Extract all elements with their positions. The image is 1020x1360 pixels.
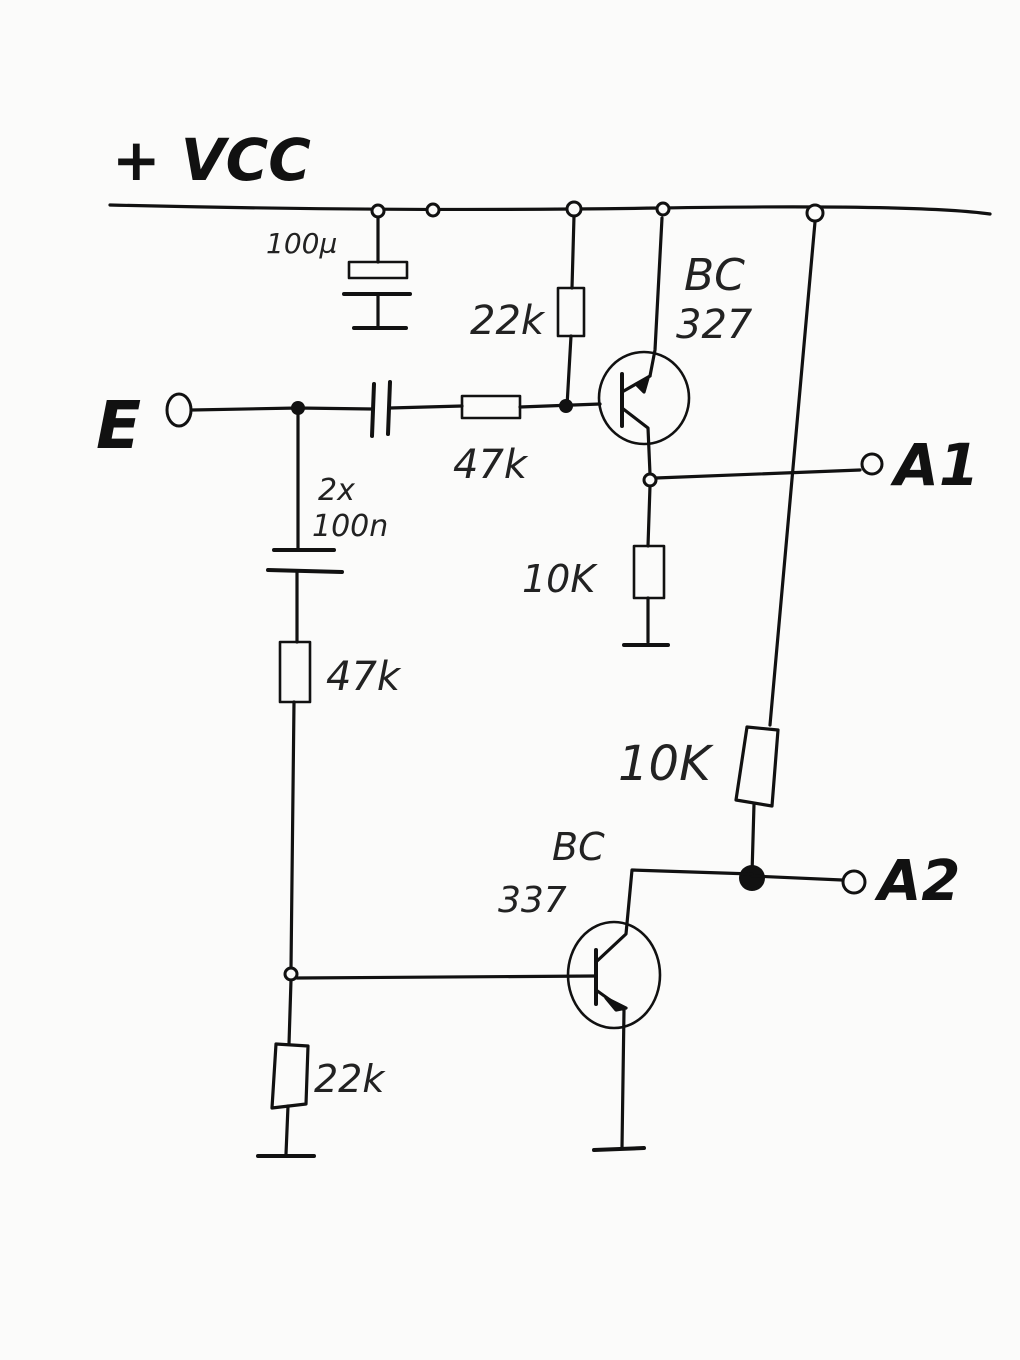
q1-collector-node — [642, 472, 658, 488]
resistor-q2-collector-label: 10K — [618, 736, 714, 792]
resistor-q2-base — [278, 640, 312, 970]
output-a1-label: A1 — [890, 431, 979, 499]
resistor-input-label: 47k — [453, 442, 529, 488]
capacitor-input-2x100n — [266, 412, 344, 644]
output-a2-terminal[interactable] — [841, 869, 867, 895]
input-junction — [291, 401, 305, 415]
capacitor-input-label-line1: 2x — [318, 473, 355, 508]
capacitor-input-label-line2: 100n — [312, 509, 388, 544]
input-wire — [190, 406, 374, 412]
resistor-input — [460, 394, 602, 420]
resistor-q2-collector — [734, 725, 780, 876]
q2-base-node — [283, 966, 299, 982]
rail-node-1 — [370, 203, 386, 219]
input-terminal-label: E — [96, 387, 141, 464]
rail-node-5 — [805, 203, 825, 223]
rail-node-2 — [425, 202, 441, 218]
rail-node-4 — [655, 201, 671, 217]
rail-node-3 — [565, 200, 583, 218]
q2-type-line2: 337 — [498, 880, 567, 921]
q2-base-wire — [295, 974, 598, 980]
resistor-bias-bottom — [256, 978, 316, 1158]
resistor-q1-collector — [622, 484, 670, 647]
q1-base-junction — [559, 399, 573, 413]
transistor-q2 — [566, 868, 754, 1152]
q1-type-line1: BC — [684, 250, 745, 301]
ground-symbol — [592, 1146, 646, 1152]
vcc-label: + VCC — [112, 126, 311, 194]
q2-collector-junction — [739, 865, 765, 891]
transistor-q1 — [597, 216, 691, 476]
resistor-bias-top — [556, 214, 586, 408]
output-a2-wire — [750, 874, 844, 882]
vcc-branch-wire — [768, 220, 817, 727]
output-a2-label: A2 — [874, 849, 960, 914]
output-a1-terminal[interactable] — [860, 452, 884, 476]
resistor-q2-base-label: 47k — [326, 654, 402, 700]
output-a1-wire — [654, 468, 862, 480]
decoupling-capacitor — [342, 215, 412, 330]
decoupling-capacitor-label: 100µ — [266, 227, 337, 260]
resistor-bias-bottom-label: 22k — [314, 1057, 386, 1101]
coupling-capacitor — [370, 380, 464, 438]
vcc-rail — [108, 203, 992, 216]
vcc-rail-nodes — [370, 200, 825, 223]
resistor-bias-top-label: 22k — [470, 298, 546, 344]
q2-type-line1: BC — [552, 825, 605, 869]
input-terminal[interactable] — [165, 392, 193, 428]
resistor-q1-collector-label: 10K — [522, 557, 598, 601]
q1-type-line2: 327 — [676, 302, 753, 348]
